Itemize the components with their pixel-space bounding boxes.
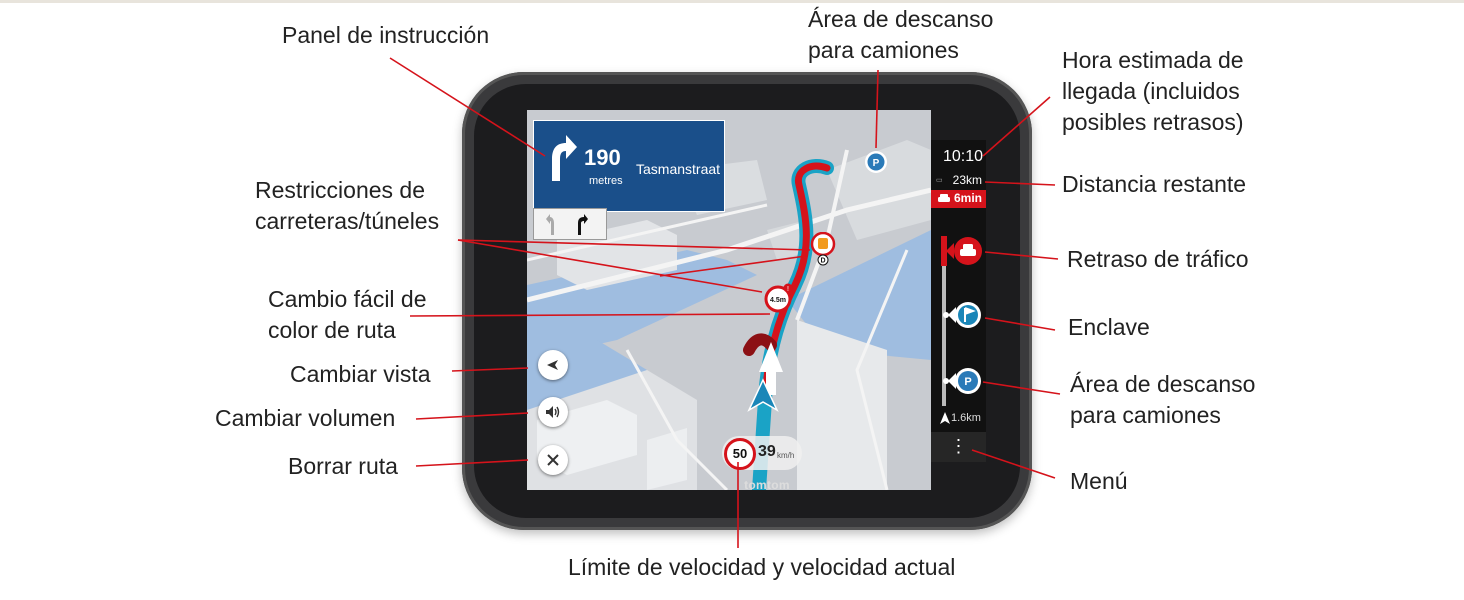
instruction-distance-unit: metres — [589, 175, 623, 187]
top-divider — [0, 0, 1464, 3]
instruction-panel[interactable]: 190 metres Tasmanstraat — [533, 120, 725, 212]
callout-truck-rest-top: Área de descanso para camiones — [808, 4, 993, 66]
menu-button[interactable]: ⋮ — [931, 432, 986, 462]
lane-guidance — [533, 208, 607, 240]
fuel-icon: ▭ — [936, 177, 943, 184]
eta-display: 10:10 — [942, 148, 983, 165]
callout-truck-rest-bottom-line1: Área de descanso — [1070, 371, 1256, 397]
callout-eta-line1: Hora estimada de — [1062, 47, 1244, 73]
callout-route-color: Cambio fácil de color de ruta — [268, 284, 427, 346]
traffic-car-icon — [938, 194, 950, 202]
route-progress-line — [942, 236, 946, 406]
change-view-button[interactable] — [538, 350, 568, 380]
callout-eta: Hora estimada de llegada (incluidos posi… — [1062, 45, 1244, 138]
waypoint-flag-icon[interactable] — [940, 297, 986, 333]
callout-truck-rest-top-line1: Área de descanso — [808, 6, 994, 32]
callout-restrictions-line1: Restricciones de — [255, 177, 426, 203]
speed-indicator: 50 39 km/h — [722, 436, 802, 470]
distance-to-poi: 1.6km — [951, 412, 981, 424]
turn-right-arrow-icon — [552, 135, 577, 181]
instruction-distance: 190 — [584, 145, 621, 170]
callout-restrictions: Restricciones de carreteras/túneles — [255, 175, 439, 237]
traffic-delay-icon[interactable] — [940, 233, 986, 269]
speed-unit: km/h — [777, 451, 795, 460]
callout-change-view: Cambiar vista — [290, 361, 431, 387]
speed-limit-sign: 50 — [724, 438, 756, 470]
callout-remaining-distance: Distancia restante — [1062, 171, 1247, 197]
position-arrow-icon — [940, 412, 950, 424]
callout-change-volume: Cambiar volumen — [215, 405, 396, 431]
svg-text:!: ! — [787, 286, 789, 293]
close-icon — [547, 454, 559, 466]
lane-arrows-icon — [546, 214, 588, 235]
callout-restrictions-line2: carreteras/túneles — [255, 208, 440, 234]
callout-route-color-line1: Cambio fácil de — [268, 286, 427, 312]
callout-truck-rest-top-line2: para camiones — [808, 37, 959, 63]
brand-logo: tomtom — [744, 478, 790, 492]
clear-route-button[interactable] — [538, 445, 568, 475]
traffic-segment — [941, 236, 947, 266]
callout-clear-route: Borrar ruta — [288, 453, 398, 479]
svg-text:P: P — [964, 376, 971, 388]
instruction-street: Tasmanstraat — [636, 161, 721, 177]
speaker-icon — [546, 406, 560, 418]
remaining-distance-value: 23km — [952, 173, 982, 187]
callout-menu: Menú — [1070, 468, 1128, 494]
callout-speed: Límite de velocidad y velocidad actual — [568, 554, 956, 580]
remaining-distance: ▭ 23km — [931, 172, 986, 190]
callout-waypoint: Enclave — [1068, 314, 1150, 340]
callout-eta-line2: llegada (incluidos — [1062, 78, 1240, 104]
map-truck-rest-icon[interactable]: P — [864, 150, 888, 174]
callout-instruction-panel: Panel de instrucción — [282, 22, 490, 48]
svg-text:P: P — [873, 158, 880, 169]
traffic-delay-bar: 6min — [931, 190, 986, 208]
callout-eta-line3: posibles retrasos) — [1062, 109, 1244, 135]
tunnel-restriction-icon: D — [810, 232, 836, 266]
callout-traffic-delay: Retraso de tráfico — [1067, 246, 1249, 272]
current-speed: 39 — [758, 443, 776, 460]
traffic-delay-value: 6min — [953, 191, 982, 205]
callout-truck-rest-bottom-line2: para camiones — [1070, 402, 1221, 428]
height-restriction-icon: 4.5m ! — [764, 283, 793, 313]
volume-button[interactable] — [538, 397, 568, 427]
height-restriction-text: 4.5m — [770, 297, 786, 304]
view-icon — [547, 360, 558, 370]
tunnel-category-text: D — [820, 258, 825, 265]
truck-parking-icon[interactable]: P — [940, 363, 986, 399]
callout-route-color-line2: color de ruta — [268, 317, 396, 343]
callout-truck-rest-bottom: Área de descanso para camiones — [1070, 369, 1255, 431]
